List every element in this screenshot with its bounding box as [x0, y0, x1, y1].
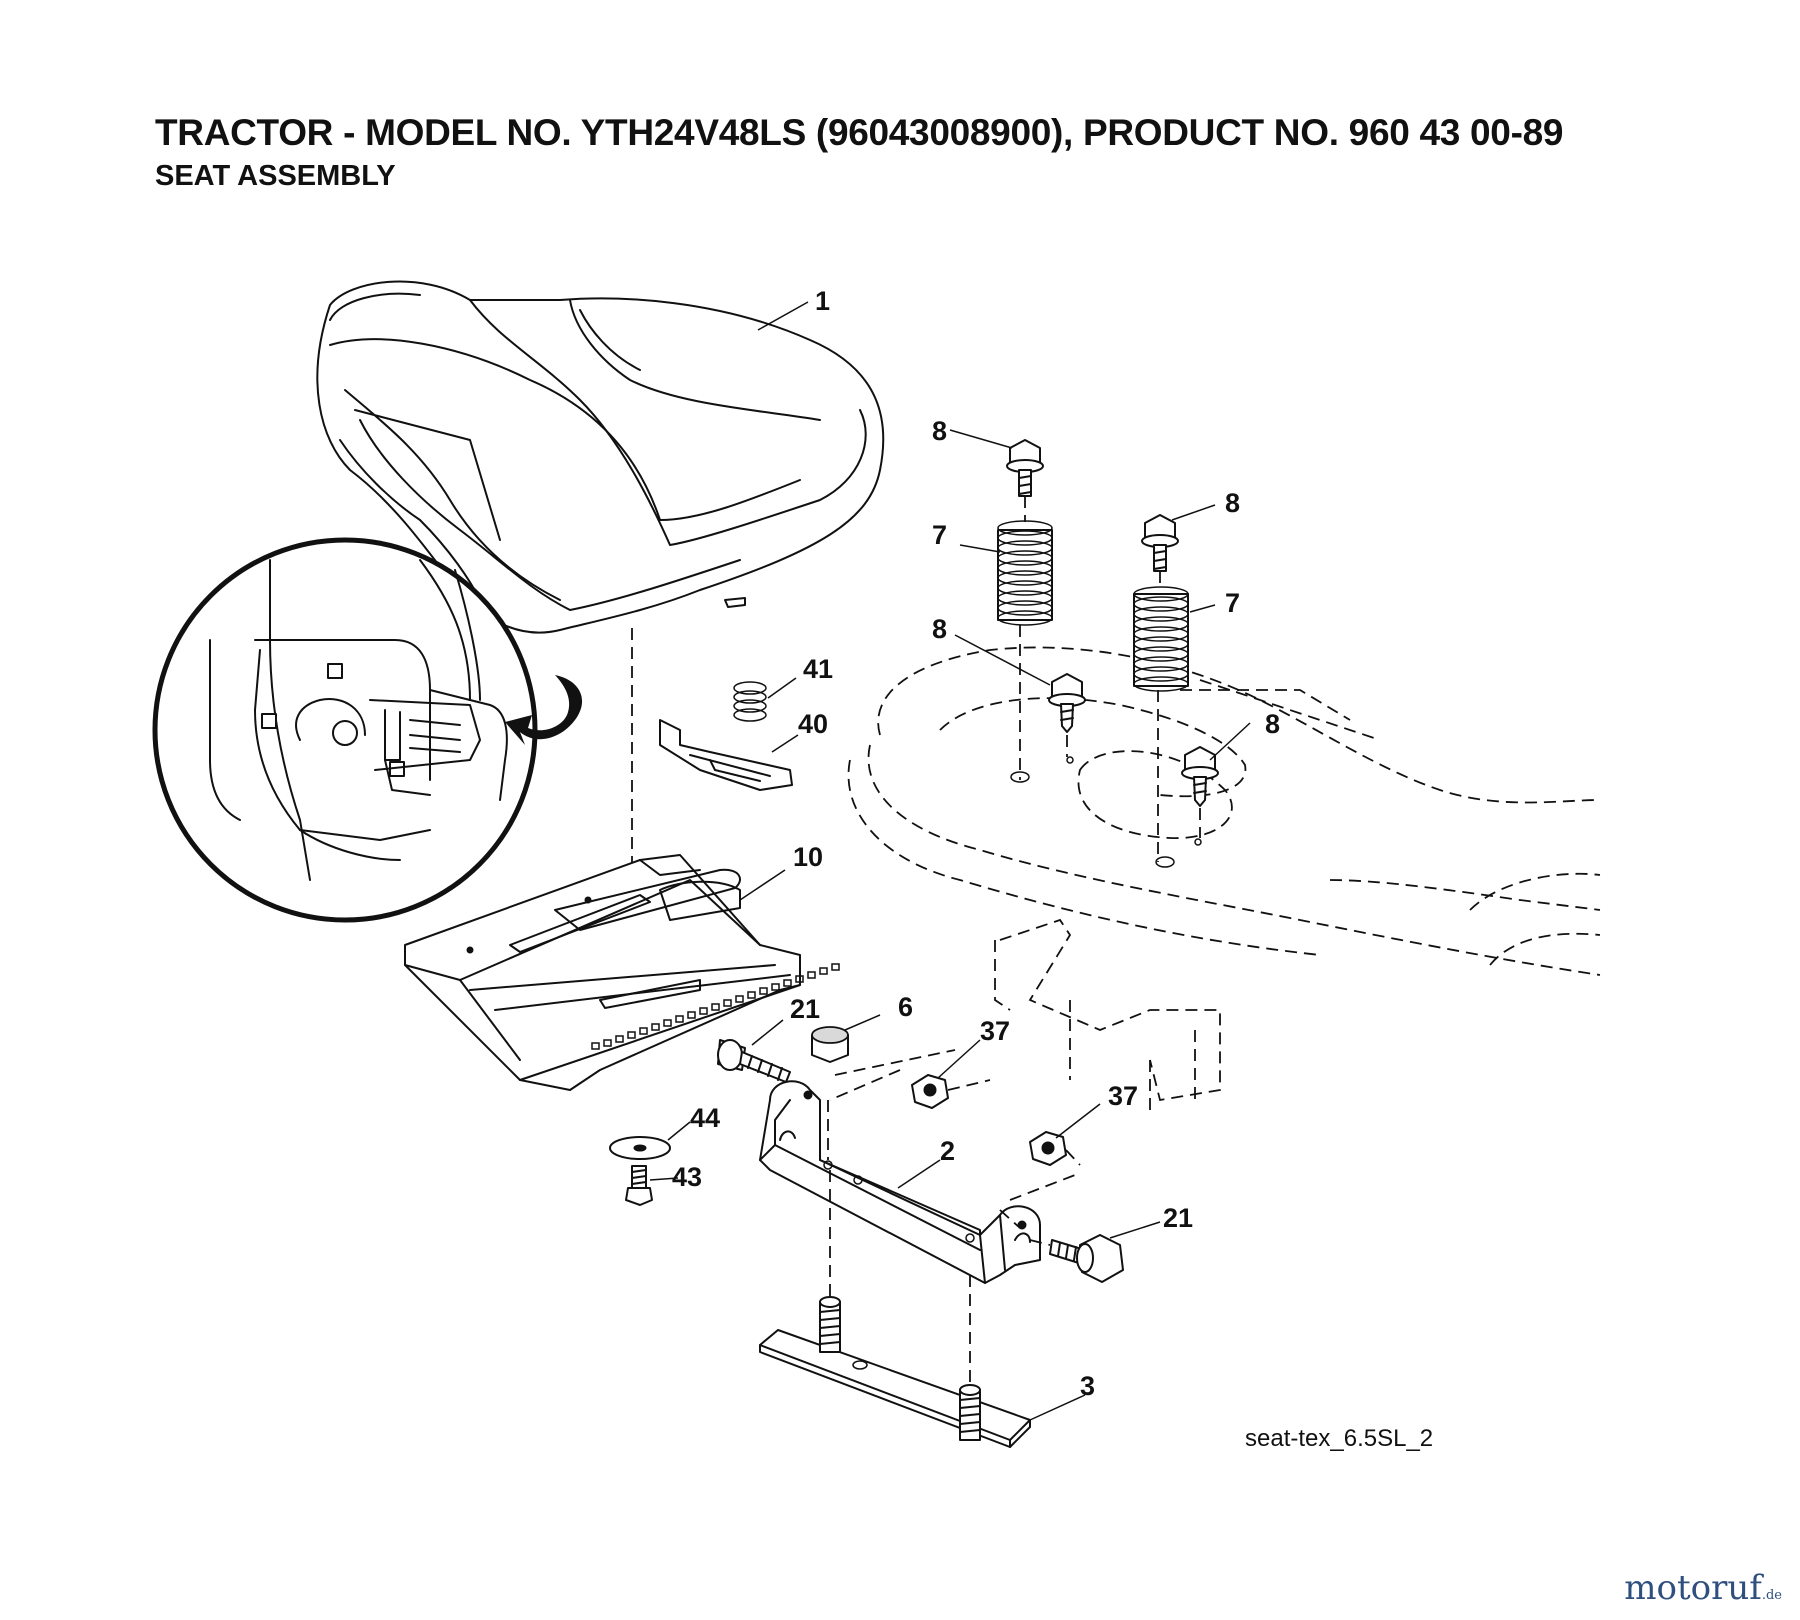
watermark-suffix: .de	[1761, 1588, 1782, 1603]
spring-7-right-part	[1133, 586, 1189, 692]
callout-41: 41	[803, 654, 833, 684]
watermark-logo: motoruf.de	[1624, 1568, 1782, 1608]
callout-1: 1	[815, 286, 830, 316]
bolt-21-left-part	[717, 1039, 791, 1083]
callout-8-a: 8	[932, 416, 947, 446]
stud-right	[959, 1384, 981, 1441]
bolt-8-upper-right-part	[1141, 514, 1179, 572]
watermark-brand: motoruf	[1624, 1568, 1762, 1608]
nut-37-lower-part	[1029, 1131, 1081, 1166]
bolt-21-right-part	[1029, 1234, 1124, 1283]
callout-21-b: 21	[1163, 1203, 1193, 1233]
detail-circle	[152, 537, 583, 923]
screw-43-part	[625, 1165, 653, 1206]
plate-3-part	[759, 1296, 1031, 1448]
callout-44: 44	[690, 1103, 720, 1133]
callout-8-c: 8	[932, 614, 947, 644]
bolt-8-upper-left-part	[1006, 439, 1044, 497]
nut-6-part	[811, 1026, 849, 1063]
callout-10: 10	[793, 842, 823, 872]
callout-37-b: 37	[1108, 1081, 1138, 1111]
callout-8-d: 8	[1265, 709, 1280, 739]
bracket-2-part	[759, 1049, 1076, 1284]
callout-21-a: 21	[790, 994, 820, 1024]
seat-part	[316, 280, 885, 634]
callout-8-b: 8	[1225, 488, 1240, 518]
callout-40: 40	[798, 709, 828, 739]
callout-7-a: 7	[932, 520, 947, 550]
callout-6: 6	[898, 992, 913, 1022]
stud-left	[819, 1296, 841, 1353]
diagram-title: TRACTOR - MODEL NO. YTH24V48LS (96043008…	[155, 112, 1564, 153]
nut-37-upper-part	[829, 1069, 991, 1109]
bolt-8-lower-left-part	[1048, 673, 1086, 757]
leader-lines	[649, 301, 1251, 1421]
clip-40-part	[659, 719, 793, 791]
callout-labels: 1 8 8 7 7 8 8 41 40 10 21 6 37 37 2 21 3…	[672, 286, 1280, 1401]
callout-2: 2	[940, 1136, 955, 1166]
callout-7-b: 7	[1225, 588, 1240, 618]
seat-pan-10-part	[404, 854, 840, 1091]
tractor-frame-outline	[847, 646, 1601, 1110]
adjust-slots	[591, 963, 840, 1050]
drawing-reference: seat-tex_6.5SL_2	[1245, 1425, 1433, 1452]
spring-7-right-coils	[1133, 586, 1189, 692]
callout-43: 43	[672, 1162, 702, 1192]
diagram-subtitle: SEAT ASSEMBLY	[155, 160, 396, 192]
callout-37-a: 37	[980, 1016, 1010, 1046]
bolt-8-lower-right-part	[1181, 746, 1219, 838]
spring-7-left-coils	[997, 520, 1053, 626]
washer-44-part	[609, 1136, 671, 1160]
spring-7-left-part	[997, 520, 1053, 626]
spring-41-part	[733, 681, 767, 722]
callout-3: 3	[1080, 1371, 1095, 1401]
